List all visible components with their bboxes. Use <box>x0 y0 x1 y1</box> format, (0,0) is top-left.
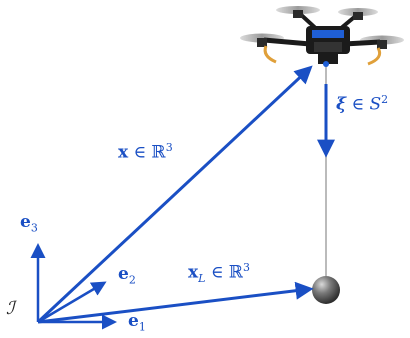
e2-arrow <box>37 281 107 324</box>
spherical-load-icon <box>312 276 340 304</box>
e1-label: e1 <box>128 311 146 334</box>
x-vector-arrow <box>36 65 313 324</box>
x-label: x ∈ ℝ3 <box>118 141 173 163</box>
e3-label: e3 <box>20 212 38 235</box>
quadrotor-icon <box>240 6 404 67</box>
xL-label: xL ∈ ℝ3 <box>188 261 250 286</box>
xi-label: ξ ∈ S2 <box>336 93 389 115</box>
e2-label: e2 <box>118 264 136 287</box>
inertial-frame-label: ℐ <box>6 298 15 319</box>
xL-vector-arrow <box>37 281 314 324</box>
